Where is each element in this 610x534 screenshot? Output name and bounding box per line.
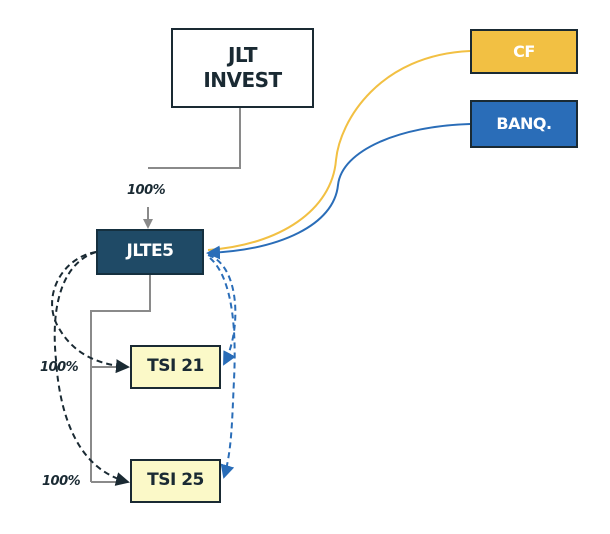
ownership-label-jlte5-tsi21: 100% <box>40 360 79 375</box>
ownership-line-jlte5-bracket <box>90 275 151 482</box>
node-tsi21: TSI 21 <box>130 345 221 389</box>
node-banq: BANQ. <box>470 100 578 148</box>
ownership-label-jlte5-tsi25: 100% <box>42 474 81 489</box>
node-label: JLTE5 <box>126 241 174 262</box>
flow-dashed-blue-tsi21 <box>207 254 237 366</box>
node-tsi25: TSI 25 <box>130 459 221 503</box>
node-jlt-invest: JLT INVEST <box>171 28 314 108</box>
ownership-label-jlt-jlte5: 100% <box>127 183 166 198</box>
flow-dashed-jlte5-to-tsi25 <box>53 251 130 486</box>
flow-cf-to-jlte5 <box>207 50 471 251</box>
node-label: JLT INVEST <box>203 43 282 92</box>
ownership-line-jlt-to-jlte5 <box>148 108 241 169</box>
flow-banq-to-jlte5 <box>206 123 471 260</box>
node-label: TSI 25 <box>147 470 204 491</box>
node-label: CF <box>513 41 535 61</box>
node-label: BANQ. <box>496 114 552 133</box>
node-jlte5: JLTE5 <box>96 229 204 275</box>
node-cf: CF <box>470 29 578 74</box>
node-label: TSI 21 <box>147 356 204 377</box>
flow-dashed-blue-tsi25 <box>209 257 236 479</box>
flow-dashed-jlte5-to-tsi21 <box>51 251 130 374</box>
